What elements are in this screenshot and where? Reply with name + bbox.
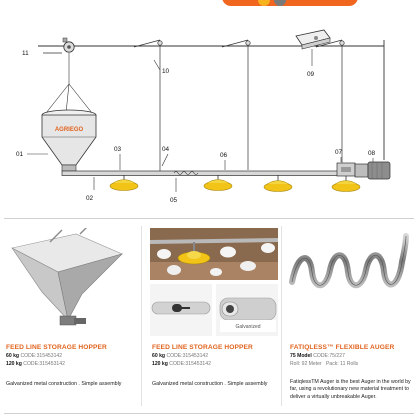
callout-08: 08 (368, 150, 376, 157)
callout-06: 06 (220, 152, 228, 159)
flexible-auger-photo (289, 233, 409, 289)
feed-pan (263, 180, 293, 192)
column-separator (281, 226, 282, 406)
callout-leaders (119, 153, 374, 170)
galvanized-tag: Galvanized (235, 324, 260, 330)
feed-line-diagram: AGRIEGO (16, 29, 391, 204)
control-unit (295, 29, 331, 50)
section-divider (4, 218, 414, 219)
product-2-code-row-1: 60 kg CODE:315453142 (152, 353, 209, 359)
tube-detail-photos: Galvanized (150, 284, 278, 336)
callout-05: 05 (170, 197, 178, 204)
header-tab (222, 0, 358, 6)
suspension-lines (159, 46, 343, 172)
callout-11: 11 (22, 50, 29, 57)
callout-09: 09 (307, 71, 315, 78)
product-1-title: FEED LINE STORAGE HOPPER (6, 344, 107, 351)
hopper-product-photo (11, 228, 124, 326)
feeder-pan-photo (150, 228, 278, 280)
callout-02: 02 (86, 195, 94, 202)
sun-badge-icon (258, 0, 270, 6)
feed-pan (203, 179, 233, 191)
feed-pan (331, 180, 361, 192)
product-3-description: FatiqlessTM Auger is the best Auger in t… (290, 379, 411, 400)
ceiling-pulleys (133, 39, 345, 48)
product-2-description: Galvanized metal construction . Simple a… (152, 381, 268, 387)
hopper-brand-logo: AGRIEGO (55, 127, 84, 133)
product-3-title: FATIQLESS™ FLEXIBLE AUGER (290, 344, 395, 351)
callout-04: 04 (162, 146, 170, 153)
drive-motor (354, 161, 391, 180)
callout-03: 03 (114, 146, 122, 153)
auger-coil (173, 171, 199, 175)
footer-divider (4, 413, 414, 414)
winch (62, 37, 75, 53)
column-separator (141, 226, 142, 406)
hopper-cables (45, 53, 93, 114)
callout-01: 01 (16, 151, 24, 158)
product-1-code-row-1: 60 kg CODE:315453142 (6, 353, 63, 359)
pan-drops (123, 175, 347, 181)
storage-hopper (41, 109, 97, 172)
product-2-code-row-2: 120 kg CODE:315453142 (152, 361, 211, 367)
callout-leader-10 (153, 59, 161, 71)
feed-tube (61, 170, 349, 176)
callout-10: 10 (162, 68, 170, 75)
gear-badge-icon (274, 0, 286, 6)
product-3-model-row: 75 Model CODE:75/227 (290, 353, 345, 359)
callout-07: 07 (335, 149, 343, 156)
product-1-description: Galvanized metal construction . Simple a… (6, 381, 122, 387)
product-3-pack-row: Roll: 92 Meter Pack: 11 Rolls (290, 361, 359, 367)
product-2-title: FEED LINE STORAGE HOPPER (152, 344, 253, 351)
feed-pan (109, 179, 139, 191)
product-1-code-row-2: 120 kg CODE:315453142 (6, 361, 65, 367)
drive-unit (336, 162, 356, 177)
